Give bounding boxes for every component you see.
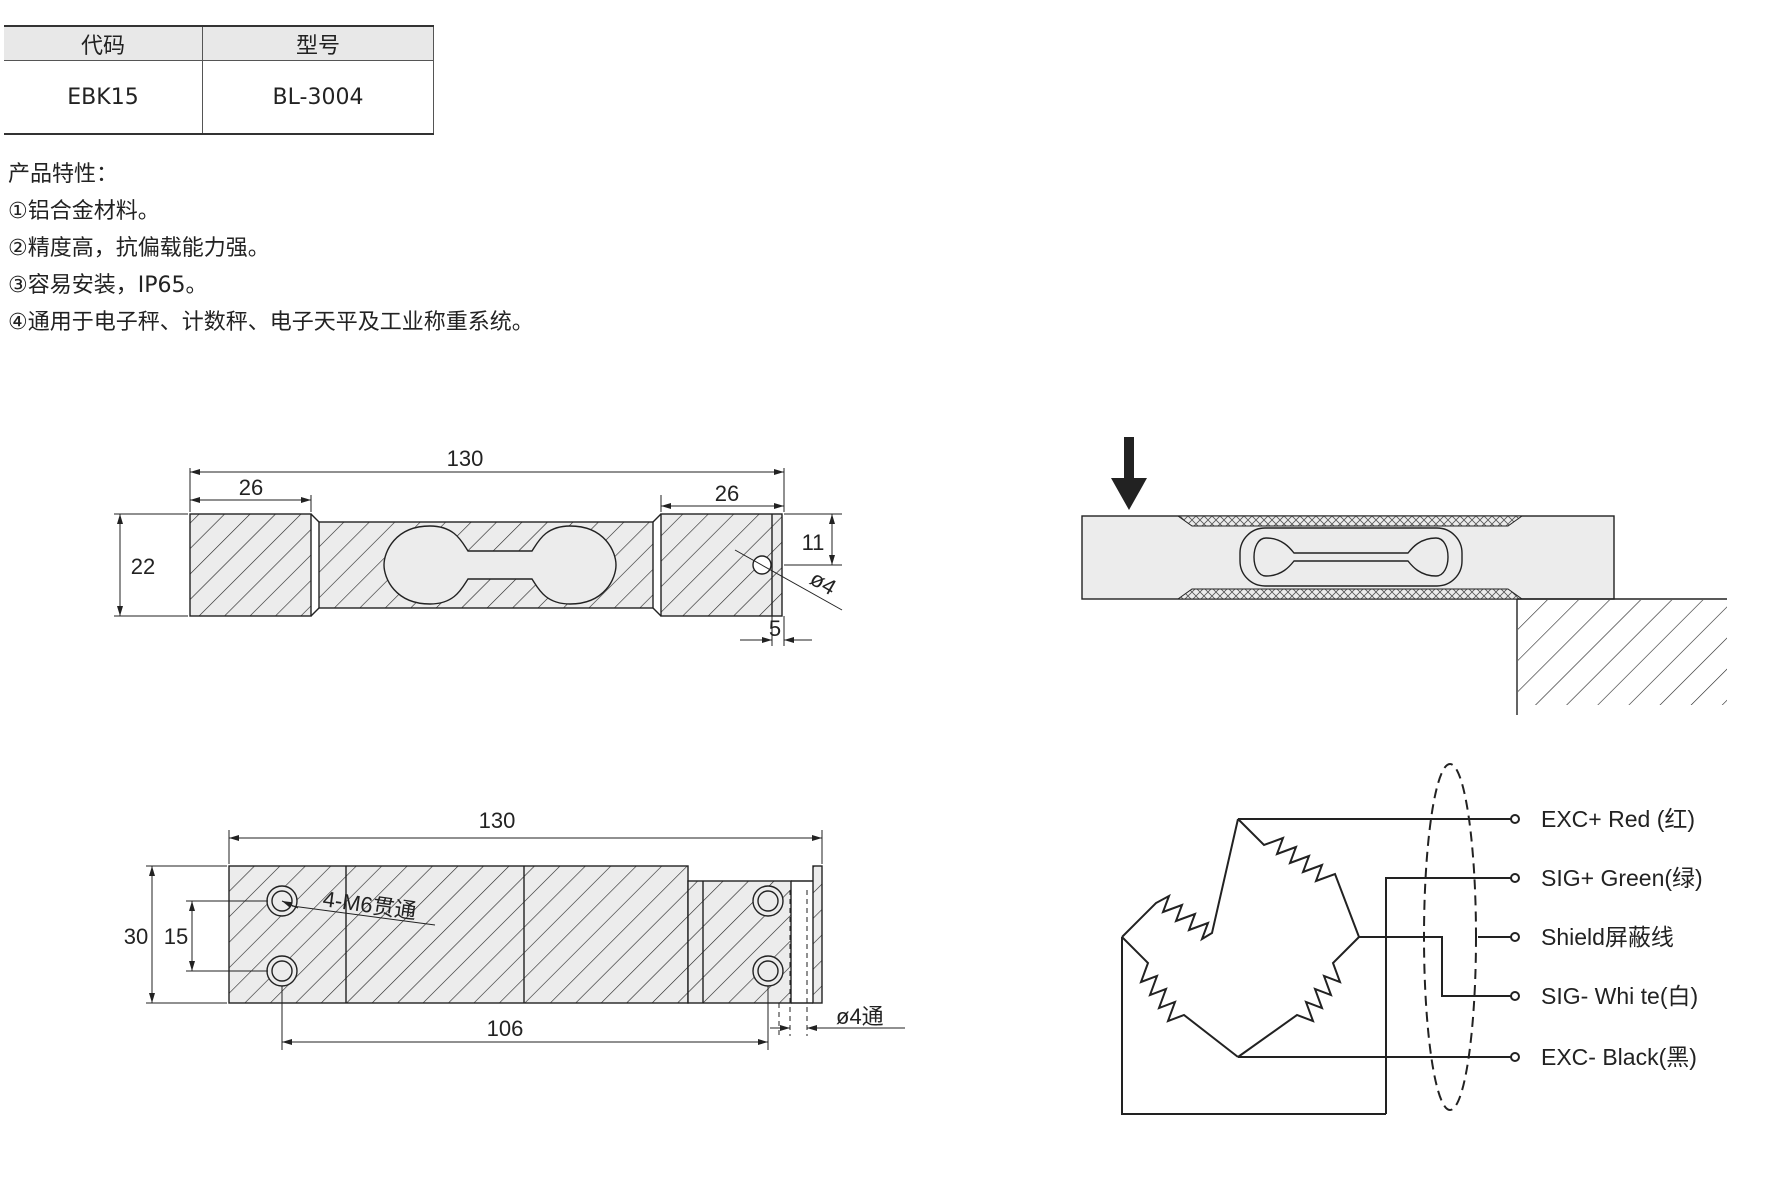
dim-top-height: 22 (131, 554, 155, 579)
dim-side-height: 30 (124, 924, 148, 949)
feature-item: ④通用于电子秤、计数秤、电子天平及工业称重系统。 (8, 310, 534, 335)
bridge-resistors (1121, 818, 1360, 1058)
support-ground-hatch (1518, 600, 1727, 705)
spec-table: 代码 型号 EBK15 BL-3004 (4, 25, 434, 135)
wire-sig-plus (1385, 877, 1515, 1114)
side-view-dimensions (146, 830, 905, 1050)
dim-top-left-end: 26 (239, 475, 263, 500)
wiring-diagram (1121, 763, 1520, 1115)
top-view (189, 513, 783, 617)
wire-label-sig-minus: SIG- Whi te(白) (1541, 983, 1698, 1009)
dim-side-overall: 130 (479, 808, 516, 833)
cell-model: BL-3004 (202, 60, 434, 135)
load-diagram (1081, 437, 1727, 715)
wire-label-sig-plus: SIG+ Green(绿) (1541, 865, 1703, 891)
top-view-dimensions (114, 468, 843, 646)
terminal-dots (1510, 814, 1520, 1062)
side-view (228, 865, 823, 1004)
top-left-block (189, 513, 312, 617)
knurl-top (1176, 515, 1524, 527)
dim-top-hole-edge: 5 (769, 616, 781, 641)
wire-label-exc-plus: EXC+ Red (红) (1541, 806, 1695, 832)
wire-label-exc-minus: EXC- Black(黑) (1541, 1044, 1697, 1070)
feature-item: ③容易安装，IP65。 (8, 273, 208, 298)
m6-thread-holes (266, 885, 784, 987)
top-bending-beam-cutout (383, 525, 617, 605)
side-body (228, 865, 689, 1004)
cell-code: EBK15 (4, 60, 203, 135)
dim-top-overall: 130 (447, 446, 484, 471)
load-inner-slot (1253, 537, 1449, 577)
dim-top-hole-dia: ø4 (806, 566, 841, 600)
shield-ellipse (1423, 763, 1477, 1111)
dim-side-hole-spacing-v: 15 (164, 924, 188, 949)
side-end-plate (812, 865, 823, 1004)
wire-exc-minus-loop (1121, 937, 1386, 1115)
header-code: 代码 (4, 25, 203, 61)
wire-sig-minus (1359, 936, 1515, 997)
dim-side-hole-spacing-h: 106 (487, 1016, 524, 1041)
through-hole-note: ø4通 (836, 1004, 884, 1029)
wire-label-shield: Shield屏蔽线 (1541, 924, 1674, 950)
feature-title: 产品特性： (8, 162, 119, 187)
top-right-block (660, 513, 783, 617)
header-model: 型号 (202, 25, 434, 61)
feature-item: ①铝合金材料。 (8, 199, 160, 224)
dim-top-right-end: 26 (715, 481, 739, 506)
knurl-bottom (1176, 588, 1524, 600)
dim-top-hole-offset: 11 (802, 530, 825, 555)
feature-item: ②精度高，抗偏载能力强。 (8, 236, 270, 261)
feature-list: 产品特性： ①铝合金材料。 ②精度高，抗偏载能力强。 ③容易安装，IP65。 ④… (8, 156, 534, 341)
load-arrow-icon (1111, 437, 1147, 510)
